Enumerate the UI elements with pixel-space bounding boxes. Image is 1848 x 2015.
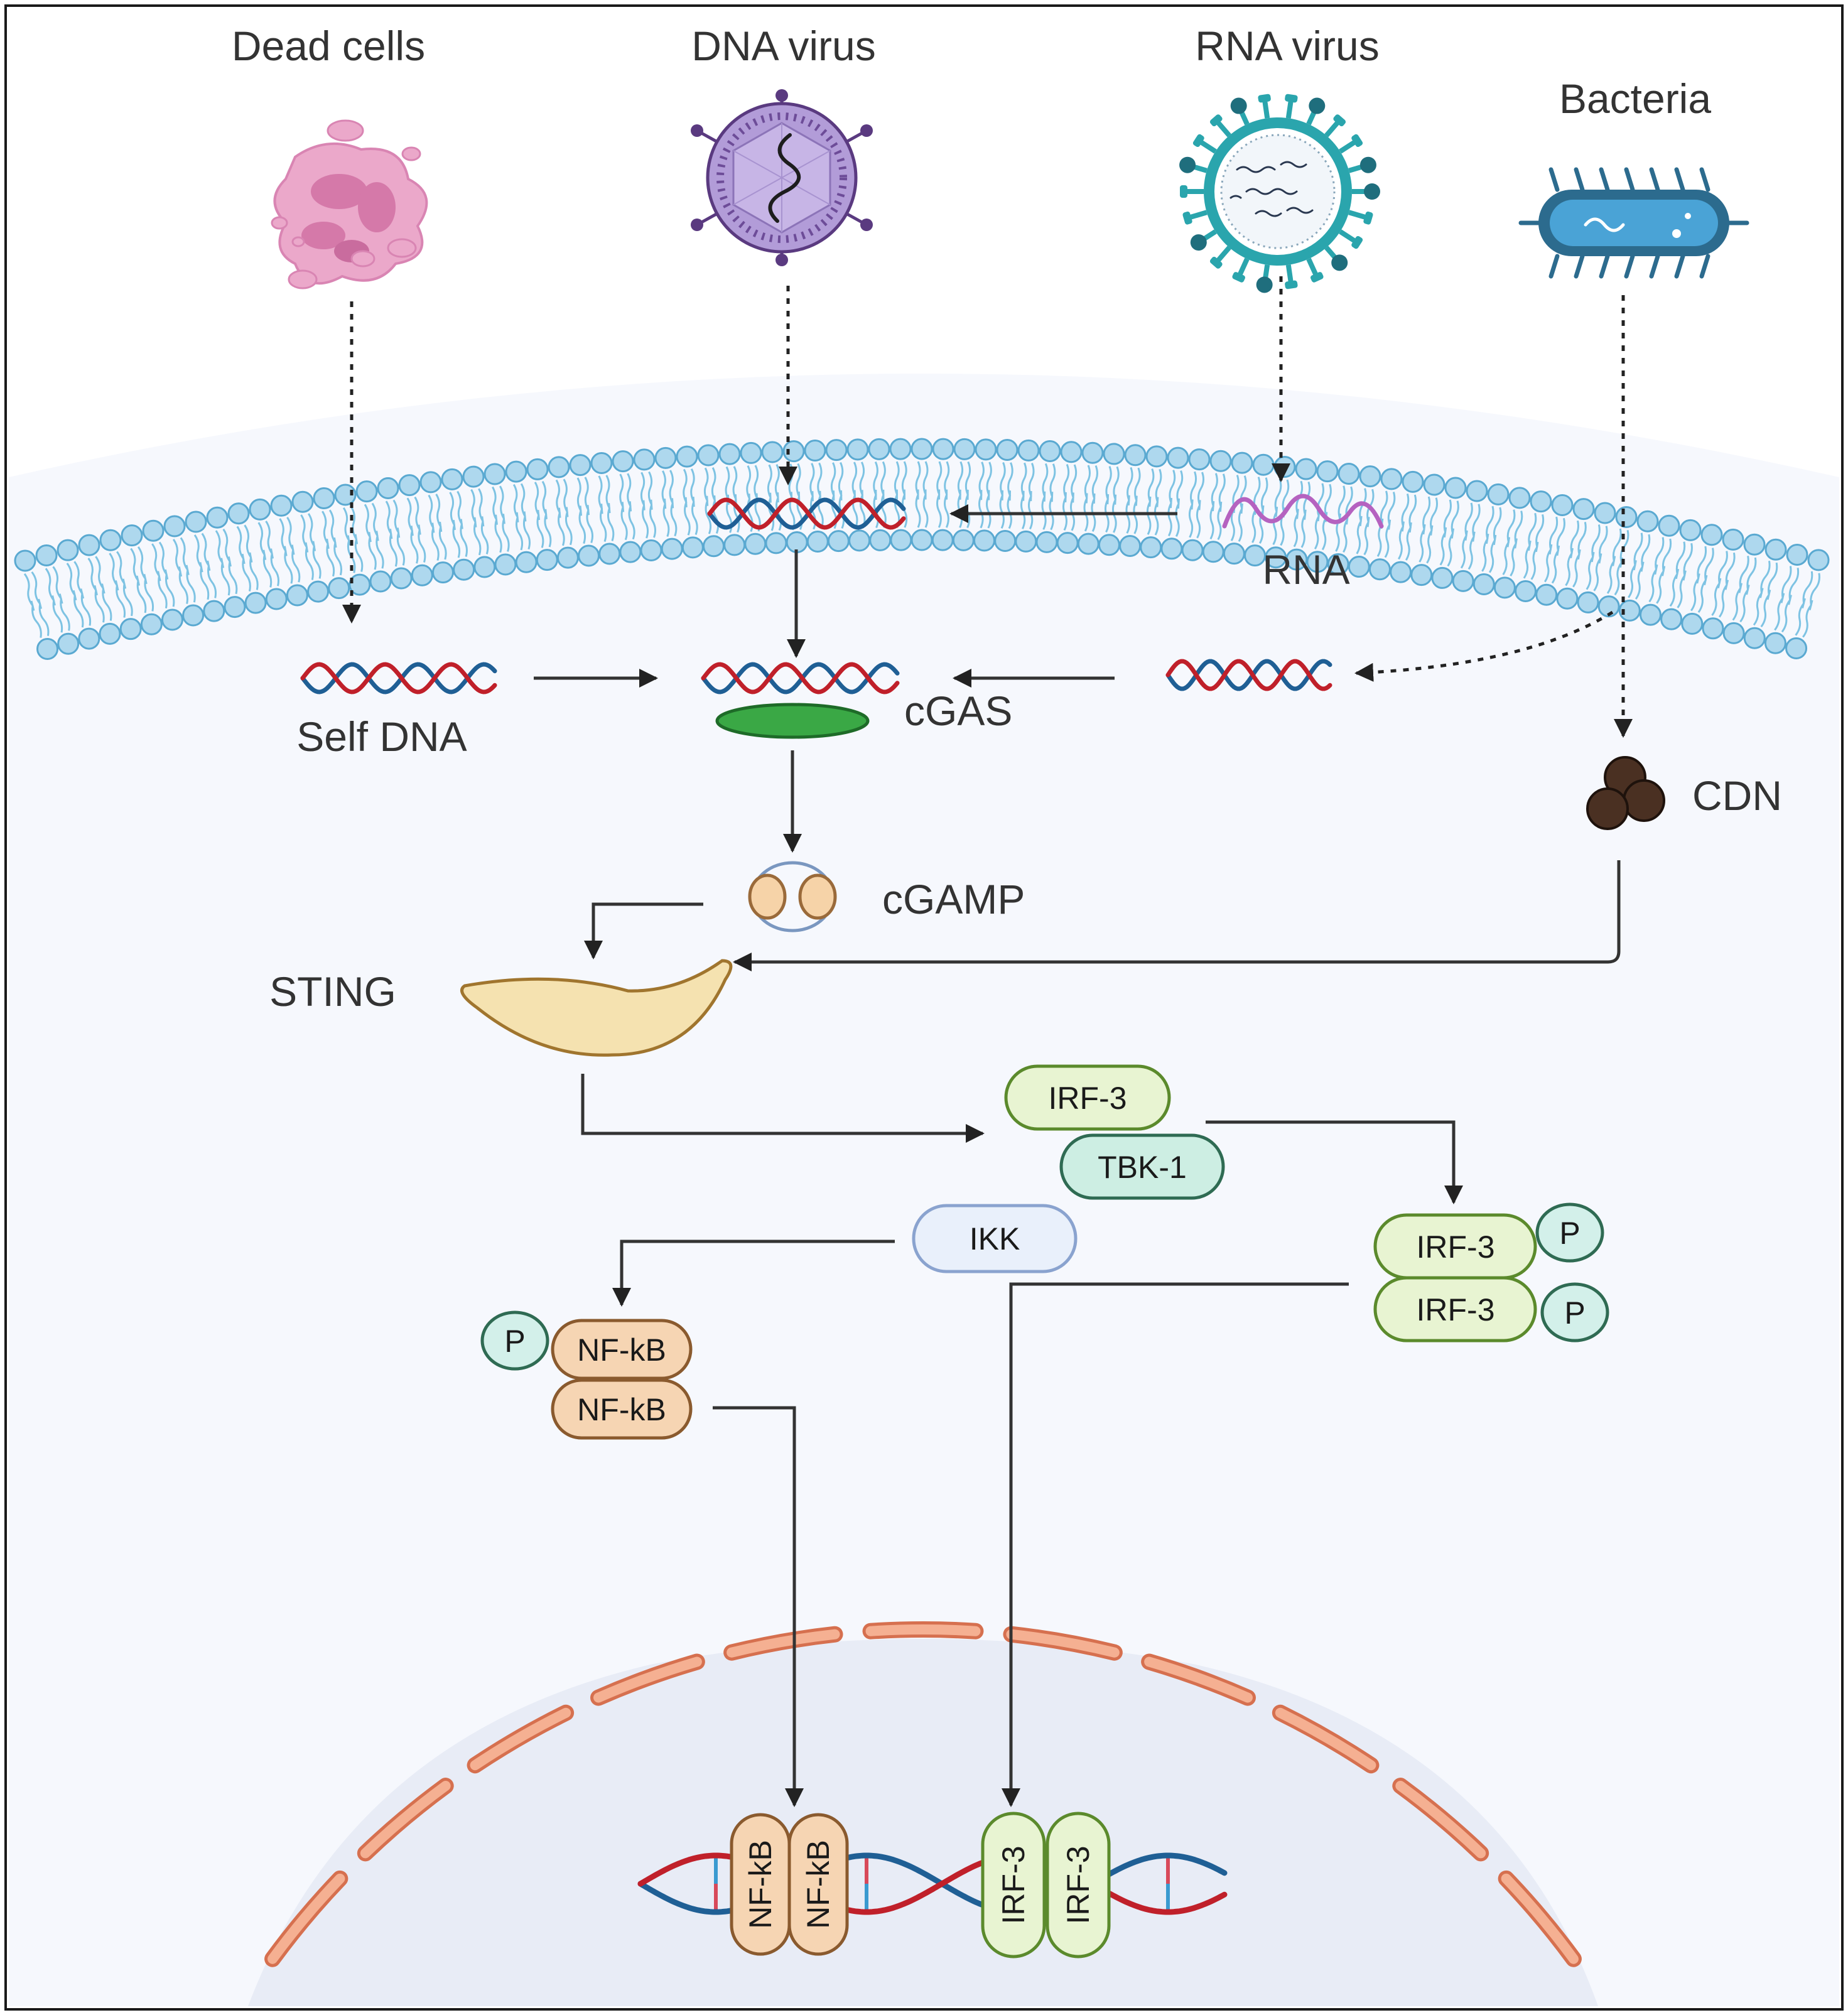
phospho-irf3-bottom xyxy=(1373,1276,1537,1342)
bacteria-icon xyxy=(1518,167,1749,279)
self-dna-helix xyxy=(300,662,497,694)
cgas-enzyme xyxy=(715,703,870,739)
dna-virus-icon xyxy=(691,89,873,266)
phospho-badge-nfkb xyxy=(480,1310,549,1371)
sting-protein xyxy=(460,959,733,1057)
dead-cells-label: Dead cells xyxy=(232,23,425,69)
cdn-to-sting-arrow xyxy=(733,860,1621,971)
tbk1-protein xyxy=(1059,1133,1225,1200)
nuclear-nfkb-right xyxy=(787,1813,849,1956)
bacteria-label: Bacteria xyxy=(1559,75,1711,122)
bacteria-dna-release-arrow xyxy=(1354,610,1614,682)
nfkb-to-nucleus-arrow xyxy=(713,1406,804,1807)
ikk-to-nfkb-arrow xyxy=(612,1240,895,1307)
cgas-bound-dna-helix xyxy=(701,662,900,694)
nuclear-irf3-left-label: IRF-3 xyxy=(996,1846,1031,1925)
self-dna-label: Self DNA xyxy=(296,713,467,760)
phospho-badge-nfkb-label: P xyxy=(504,1324,525,1359)
nuclear-irf3-dimer: IRF-3 IRF-3 xyxy=(981,1812,1111,1958)
irf3-tbk1-complex-irf3 xyxy=(1004,1064,1171,1131)
nfkb-top xyxy=(551,1319,693,1380)
tbk1-to-irf3-arrow xyxy=(1206,1120,1463,1204)
nuclear-envelope xyxy=(264,1621,1582,1967)
phospho-badge-irf3-bottom xyxy=(1540,1282,1609,1342)
irf3-tbk1-complex-irf3-label: IRF-3 xyxy=(1049,1081,1127,1116)
dead-cell-icon xyxy=(271,119,428,289)
nuclear-nfkb-right-label: NF-kB xyxy=(801,1840,836,1929)
nfkb-top-label: NF-kB xyxy=(577,1332,666,1368)
rna-virus-icon xyxy=(1179,94,1380,293)
ikk-label: IKK xyxy=(970,1221,1020,1256)
cdn-molecule xyxy=(1586,756,1665,830)
cell-membrane xyxy=(14,438,1830,661)
cgamp-label: cGAMP xyxy=(882,876,1025,922)
phospho-badge-irf3-bottom-label: P xyxy=(1564,1295,1585,1331)
nuclear-irf3-right xyxy=(1046,1812,1111,1958)
rna-label: RNA xyxy=(1262,546,1349,593)
ikk-protein xyxy=(912,1204,1078,1273)
figure-frame xyxy=(4,4,1844,2011)
sting-to-tbk1-arrow xyxy=(581,1074,985,1143)
nuclear-nfkb-dimer: NF-kB NF-kB xyxy=(730,1813,849,1956)
phospho-irf3-top-label: IRF-3 xyxy=(1417,1229,1495,1265)
cytoplasm xyxy=(9,374,1839,2006)
tbk1-label: TBK-1 xyxy=(1098,1150,1187,1185)
cgamp-to-sting-arrow xyxy=(584,902,703,959)
viral-dna-helix xyxy=(707,497,906,530)
nucleus xyxy=(248,1639,1598,2006)
cgas-label: cGAS xyxy=(904,688,1012,734)
rna-virus-label: RNA virus xyxy=(1195,23,1379,69)
nuclear-irf3-left xyxy=(981,1812,1046,1958)
phospho-irf3-bottom-label: IRF-3 xyxy=(1417,1292,1495,1327)
phospho-badge-irf3-top-label: P xyxy=(1559,1216,1580,1251)
cgamp-molecule xyxy=(748,861,837,932)
dna-virus-label: DNA virus xyxy=(691,23,875,69)
sting-label: STING xyxy=(269,968,396,1015)
phospho-badge-irf3-top xyxy=(1535,1202,1604,1263)
nuclear-irf3-right-label: IRF-3 xyxy=(1061,1846,1096,1925)
bacterial-dna-helix xyxy=(1165,659,1332,691)
cdn-label: CDN xyxy=(1692,772,1782,819)
rna-strand xyxy=(1222,494,1384,529)
nuclear-nfkb-left-label: NF-kB xyxy=(743,1840,778,1929)
irf3-to-nucleus-arrow xyxy=(1002,1282,1349,1807)
nfkb-bottom xyxy=(551,1378,693,1440)
nfkb-bottom-label: NF-kB xyxy=(577,1392,666,1427)
